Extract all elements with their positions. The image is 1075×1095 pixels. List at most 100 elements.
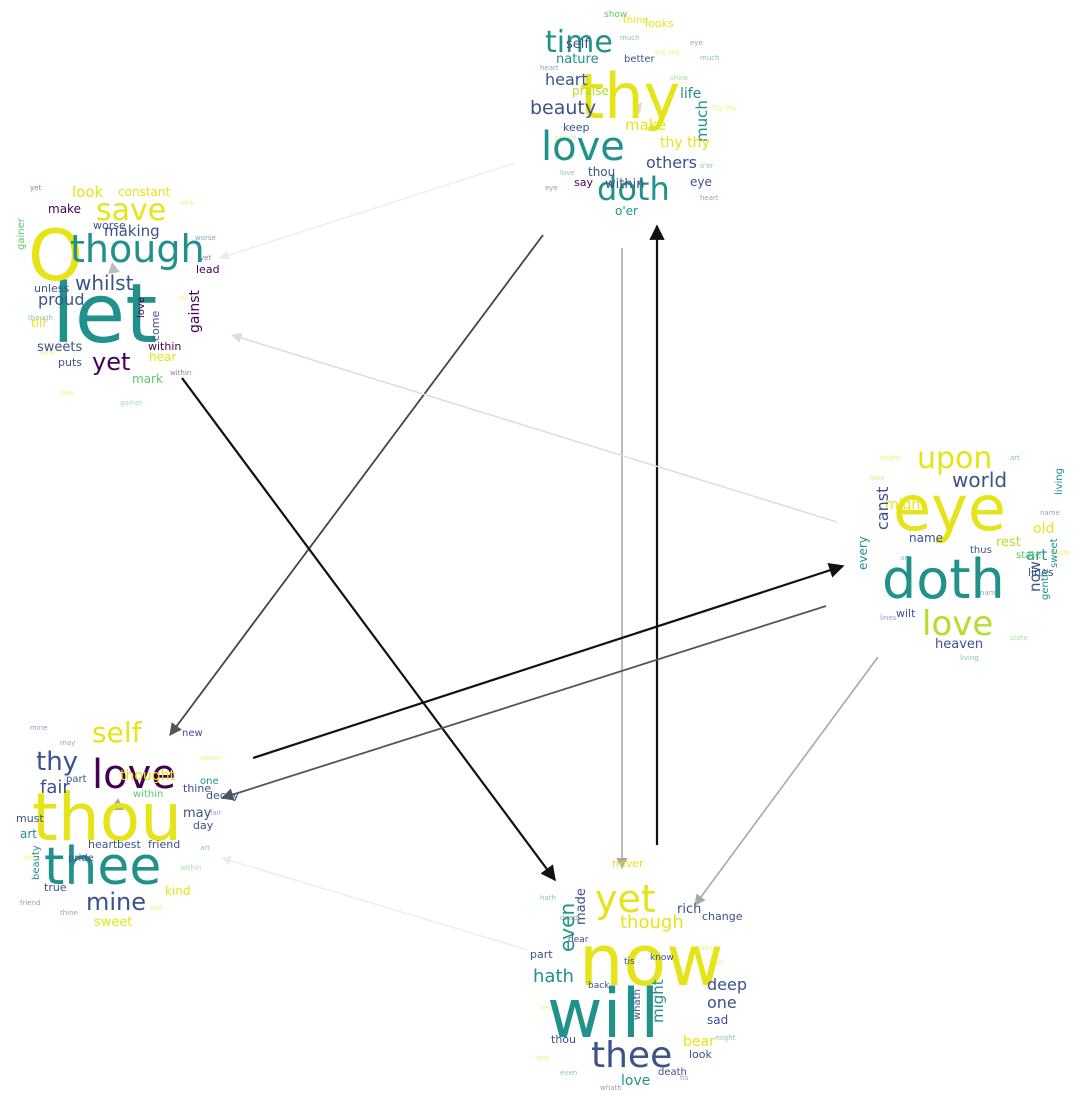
filler-word: praise bbox=[555, 134, 577, 142]
filler-word: now bbox=[535, 1054, 550, 1062]
filler-word: mine bbox=[30, 724, 48, 732]
filler-word: heart bbox=[700, 194, 719, 202]
filler-word: gainer bbox=[120, 399, 142, 407]
cloud-word: gentle bbox=[1040, 568, 1051, 600]
cloud-word: lines bbox=[1028, 566, 1054, 579]
cloud-word: hath bbox=[533, 966, 574, 987]
filler-word: o'er bbox=[700, 162, 714, 170]
cloud-word: tis bbox=[624, 957, 635, 967]
cloud-word: keep bbox=[563, 121, 590, 134]
cloud-word: thou bbox=[588, 165, 615, 179]
cloud-word: new bbox=[182, 728, 203, 739]
filler-word: thy thy bbox=[712, 104, 737, 112]
cloud-word: upon bbox=[917, 441, 992, 476]
cloud-word: love bbox=[541, 124, 625, 170]
filler-word: name bbox=[1040, 509, 1060, 517]
word-cloud-lower-left: minemaysweetartfriendthinewithinthouself… bbox=[16, 716, 240, 930]
cloud-word: name bbox=[909, 531, 943, 545]
filler-word: deep bbox=[560, 914, 578, 922]
cloud-word: sweet bbox=[94, 915, 133, 930]
edges bbox=[108, 102, 879, 951]
cloud-word: yet bbox=[92, 348, 130, 376]
filler-word: name bbox=[980, 589, 1000, 597]
filler-word: love bbox=[560, 169, 575, 177]
cloud-word: every bbox=[856, 536, 870, 570]
cloud-word: life bbox=[680, 86, 701, 102]
filler-word: sweet bbox=[200, 754, 221, 762]
cloud-word: love bbox=[922, 604, 993, 644]
filler-word: even bbox=[560, 1069, 577, 1077]
cloud-word: rest bbox=[996, 535, 1021, 550]
cloud-word: show bbox=[604, 10, 627, 20]
cloud-word: back bbox=[588, 981, 610, 991]
filler-word: might bbox=[1050, 549, 1071, 557]
cloud-word: thee bbox=[591, 1035, 672, 1076]
filler-word: look bbox=[60, 389, 76, 397]
cloud-word: thus bbox=[970, 545, 992, 556]
cloud-word: rich bbox=[677, 902, 701, 917]
cloud-word: fair bbox=[40, 777, 70, 798]
cloud-word: puts bbox=[58, 356, 82, 369]
cloud-word: never bbox=[612, 857, 644, 870]
cloud-word: one bbox=[707, 993, 737, 1012]
cloud-word: know bbox=[650, 953, 674, 963]
cloud-word: O bbox=[28, 215, 83, 297]
filler-word: thine bbox=[60, 909, 78, 917]
cloud-word: o'er bbox=[615, 204, 638, 218]
cloud-word: thou bbox=[32, 779, 182, 856]
filler-word: eye bbox=[690, 39, 703, 47]
cloud-word: hear bbox=[149, 350, 176, 364]
cloud-word: art bbox=[1026, 546, 1047, 564]
filler-word: much bbox=[620, 34, 640, 42]
filler-word: thou bbox=[25, 854, 41, 862]
filler-word: tis bbox=[680, 1074, 689, 1082]
cloud-word: heart bbox=[88, 838, 118, 851]
cloud-word: thought bbox=[120, 768, 176, 784]
cloud-word: whath bbox=[632, 989, 643, 1020]
cloud-word: eye bbox=[893, 472, 1006, 545]
edge-upper-left-self-loop bbox=[108, 262, 120, 274]
cloud-word: proud bbox=[38, 290, 84, 309]
filler-word: whath bbox=[600, 1084, 622, 1092]
filler-word: within bbox=[170, 369, 191, 377]
edge-lower-left-self-loop bbox=[110, 798, 124, 810]
cloud-word: state bbox=[1016, 550, 1041, 561]
cloud-word: look bbox=[689, 1048, 713, 1061]
filler-word: love bbox=[870, 474, 885, 482]
cloud-word: part bbox=[530, 948, 553, 961]
cloud-word: even bbox=[555, 903, 579, 952]
filler-word: yet bbox=[712, 959, 723, 967]
cloud-word: death bbox=[658, 1067, 687, 1078]
filler-word: bear bbox=[700, 944, 716, 952]
cloud-word: made bbox=[574, 888, 589, 925]
cloud-word: one bbox=[200, 776, 219, 787]
filler-word: eye bbox=[545, 184, 558, 192]
filler-word: till bbox=[180, 294, 189, 302]
cloud-word: pride bbox=[68, 853, 94, 864]
cloud-word: gainer bbox=[16, 217, 27, 250]
cloud-word: friend bbox=[148, 838, 180, 851]
cloud-word: thee bbox=[44, 837, 161, 897]
cloud-word: constant bbox=[118, 185, 170, 199]
cloud-word: time bbox=[545, 25, 613, 60]
cloud-word: thy bbox=[36, 747, 78, 777]
filler-word: worse bbox=[195, 234, 216, 242]
cloud-word: much bbox=[693, 100, 711, 142]
cloud-word: self bbox=[566, 37, 589, 52]
cloud-word: thou bbox=[551, 1033, 576, 1046]
cloud-word: art bbox=[20, 827, 37, 841]
cloud-word: doth bbox=[882, 548, 1005, 611]
cloud-word: making bbox=[104, 222, 160, 240]
cloud-word: living bbox=[1054, 468, 1065, 495]
cloud-word: yet bbox=[595, 877, 656, 921]
filler-word: may bbox=[60, 739, 75, 747]
cloud-word: sweet bbox=[1049, 538, 1060, 568]
cloud-word: though bbox=[70, 227, 205, 271]
cloud-word: may bbox=[183, 806, 212, 821]
filler-word: hear bbox=[40, 349, 56, 357]
cloud-word: heart bbox=[545, 70, 588, 89]
cloud-word: decay bbox=[206, 789, 240, 802]
filler-word: much bbox=[700, 54, 720, 62]
filler-word: lines bbox=[880, 614, 897, 622]
